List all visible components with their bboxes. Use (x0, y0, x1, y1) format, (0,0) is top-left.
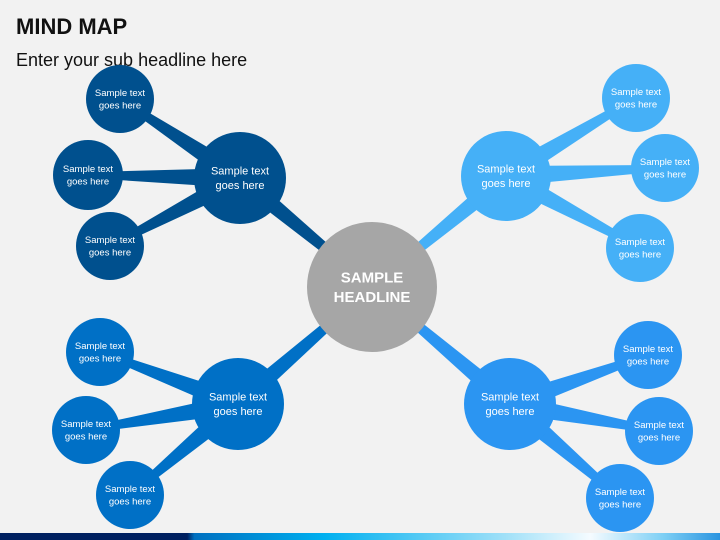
top-right-leaf-node-circle (606, 214, 674, 282)
bottom-right-main-node-label: goes here (486, 406, 535, 418)
center-headline-node: SAMPLE HEADLINE (307, 222, 437, 352)
top-left-main-node: Sample text goes here (194, 132, 286, 224)
bottom-right-main-node-label: Sample text (481, 392, 539, 404)
bottom-left-main-node-label: goes here (214, 406, 263, 418)
bottom-right-leaf-node-label: goes here (627, 357, 669, 368)
bottom-left-leaf-node-label: goes here (65, 432, 107, 443)
bottom-left-leaf-node-circle (96, 461, 164, 529)
center-headline-node-circle (307, 222, 437, 352)
top-left-leaf-node: Sample text goes here (86, 65, 154, 133)
center-headline-node-label: HEADLINE (334, 289, 411, 306)
bottom-right-leaf-node-circle (614, 321, 682, 389)
bottom-right-leaf-node-label: Sample text (634, 420, 685, 431)
bottom-right-main-node-circle (464, 358, 556, 450)
bottom-left-leaf-node-label: goes here (79, 354, 121, 365)
bottom-right-leaf-node-label: Sample text (595, 487, 646, 498)
top-left-leaf-node-circle (53, 140, 123, 210)
top-left-leaf-node-label: Sample text (63, 164, 114, 175)
top-left-leaf-node: Sample text goes here (76, 212, 144, 280)
top-left-main-node-circle (194, 132, 286, 224)
bottom-left-leaf-node-label: goes here (109, 497, 151, 508)
bottom-left-main-node-circle (192, 358, 284, 450)
top-right-main-node-label: Sample text (477, 164, 535, 176)
top-right-leaf-node-label: Sample text (615, 237, 666, 248)
top-right-leaf-node-circle (602, 64, 670, 132)
page-subtitle: Enter your sub headline here (16, 50, 248, 70)
bottom-left-leaf-node-label: Sample text (75, 341, 126, 352)
bottom-right-leaf-node-circle (625, 397, 693, 465)
bottom-right-leaf-node-label: Sample text (623, 344, 674, 355)
top-left-leaf-node-label: Sample text (85, 235, 136, 246)
top-left-leaf-node-label: goes here (67, 177, 109, 188)
bottom-right-leaf-node: Sample text goes here (614, 321, 682, 389)
bottom-left-leaf-node: Sample text goes here (52, 396, 120, 464)
top-left-leaf-node-label: goes here (89, 248, 131, 259)
top-right-main-node-label: goes here (482, 178, 531, 190)
top-left-leaf-node-label: goes here (99, 101, 141, 112)
top-right-leaf-node: Sample text goes here (602, 64, 670, 132)
bottom-right-leaf-node-label: goes here (638, 433, 680, 444)
top-right-leaf-node-label: goes here (619, 250, 661, 261)
bottom-left-leaf-node-label: Sample text (61, 419, 112, 430)
bottom-right-main-node: Sample text goes here (464, 358, 556, 450)
top-left-leaf-node-circle (76, 212, 144, 280)
top-left-main-node-label: Sample text (211, 166, 269, 178)
bottom-right-leaf-node-circle (586, 464, 654, 532)
top-left-main-node-label: goes here (216, 180, 265, 192)
top-right-leaf-node: Sample text goes here (606, 214, 674, 282)
top-right-main-node-circle (461, 131, 551, 221)
top-right-leaf-node: Sample text goes here (631, 134, 699, 202)
top-left-leaf-node-circle (86, 65, 154, 133)
bottom-left-main-node: Sample text goes here (192, 358, 284, 450)
top-right-leaf-node-label: goes here (644, 170, 686, 181)
top-left-leaf-node: Sample text goes here (53, 140, 123, 210)
top-right-leaf-node-label: goes here (615, 100, 657, 111)
bottom-left-main-node-label: Sample text (209, 392, 267, 404)
top-right-leaf-node-label: Sample text (640, 157, 691, 168)
bottom-left-leaf-node-label: Sample text (105, 484, 156, 495)
page-title: MIND MAP (16, 14, 128, 39)
top-right-leaf-node-label: Sample text (611, 87, 662, 98)
top-right-main-node: Sample text goes here (461, 131, 551, 221)
bottom-left-leaf-node-circle (66, 318, 134, 386)
top-right-leaf-node-circle (631, 134, 699, 202)
bottom-left-leaf-node: Sample text goes here (66, 318, 134, 386)
center-headline-node-label: SAMPLE (341, 270, 404, 287)
top-left-leaf-node-label: Sample text (95, 88, 146, 99)
bottom-right-leaf-node: Sample text goes here (625, 397, 693, 465)
footer-gradient-bar (0, 533, 720, 540)
bottom-left-leaf-node: Sample text goes here (96, 461, 164, 529)
bottom-left-leaf-node-circle (52, 396, 120, 464)
bottom-right-leaf-node: Sample text goes here (586, 464, 654, 532)
bottom-right-leaf-node-label: goes here (599, 500, 641, 511)
